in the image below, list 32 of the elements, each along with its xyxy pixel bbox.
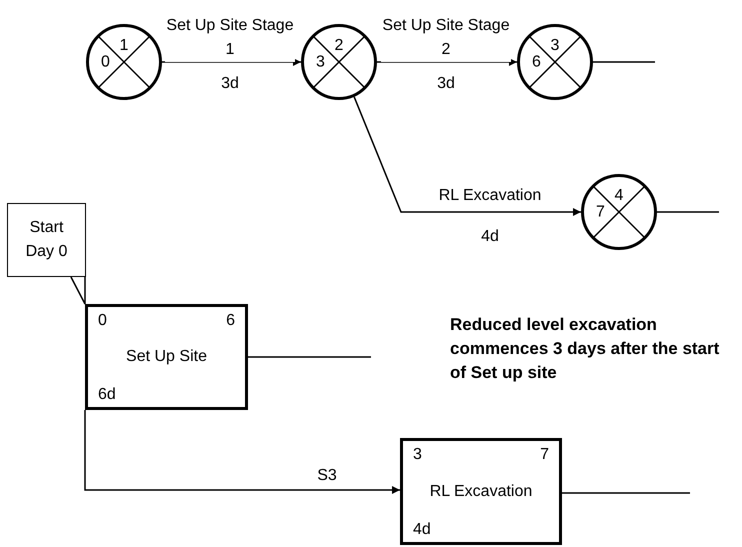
time-number: 3 (413, 445, 422, 465)
connector-line (248, 356, 371, 358)
connector-line (593, 61, 655, 63)
activity-box (85, 304, 248, 410)
callout-box (7, 203, 86, 277)
event-number: 7 (596, 202, 605, 222)
arrow (377, 58, 517, 66)
event-number: 3 (316, 52, 325, 72)
event-number: 6 (532, 52, 541, 72)
duration-label: 4d (480, 227, 500, 247)
time-number: 6 (226, 311, 235, 331)
connector-line (657, 211, 719, 213)
event-number: 0 (101, 52, 110, 72)
activity-box (400, 438, 562, 545)
activity-name: RL Excavation (428, 482, 534, 502)
activity-name: Set Up Site (125, 347, 208, 367)
duration-label: 3d (436, 74, 456, 94)
event-number: 3 (550, 36, 560, 55)
event-number: 4 (614, 186, 624, 205)
arrow (162, 58, 301, 66)
event-number: 1 (120, 36, 128, 55)
duration-text: 4d (413, 520, 431, 540)
connector-line (562, 492, 690, 494)
duration-label: 3d (220, 74, 240, 94)
event-number: 2 (334, 36, 344, 55)
callout-text: Start Day 0 (24, 218, 68, 262)
duration-text: 6d (98, 385, 116, 405)
time-number: 7 (540, 445, 549, 465)
callout-pointer (70, 276, 86, 305)
time-number: 0 (98, 311, 107, 331)
arrow (84, 410, 400, 494)
note-text: Reduced level excavation commences 3 days after the start of Set up site (450, 314, 720, 384)
